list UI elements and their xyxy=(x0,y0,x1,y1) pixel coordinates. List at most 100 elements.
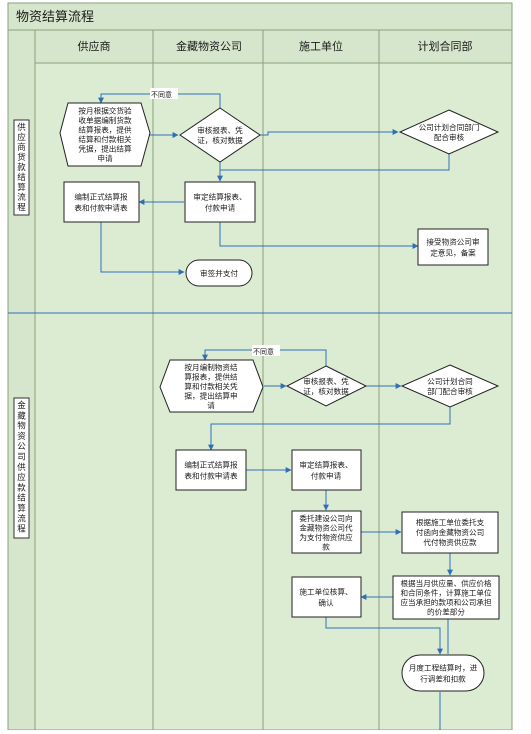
lane2-char: 结 xyxy=(17,493,26,504)
node-calc-price-difference-text: 根据当月供应量、供应价格和合同条件，计算施工单位应当承担的款项和公司承担的价差部… xyxy=(400,578,492,617)
lane1-char: 款 xyxy=(17,162,26,173)
node-review-data-1-text: 审核报表、凭证，核对数据 xyxy=(197,125,243,145)
t-m6-line: 款 xyxy=(322,541,330,551)
node-approve-report-1-text: 审定结算报表、付款申请 xyxy=(193,192,246,213)
node-sign-pay xyxy=(185,259,253,287)
t-m4-line: 表和付款申请表 xyxy=(184,471,238,481)
node-entrust-payment-text: 委托建设公司向金藏物资公司代为支付物资供应款 xyxy=(299,513,353,552)
t-m9-line: 确认 xyxy=(318,598,334,608)
node-planning-assist-2 xyxy=(400,364,500,408)
t-m9-line: 施工单位核算、 xyxy=(299,587,352,597)
lane1-char: 程 xyxy=(17,203,26,213)
reject-label-1: 不同意 xyxy=(151,90,172,99)
lane-label-2: 金藏物资公司供应款结算流程 xyxy=(17,400,26,535)
t-n6-line: 定意见，备案 xyxy=(430,248,476,258)
t-m8-line: 的价差部分 xyxy=(427,606,465,616)
t-m2-line: 审核报表、凭 xyxy=(303,376,349,386)
t-m8-line: 应当承担的款项和公司承担 xyxy=(400,597,492,607)
node-review-data-1 xyxy=(179,107,261,163)
lane1-char: 商 xyxy=(17,142,26,153)
t-m7-line: 根据施工单位委托支 xyxy=(416,517,485,527)
t-m1-line: 算报表，提供结 xyxy=(184,372,238,382)
lane2-char: 程 xyxy=(17,525,26,535)
node-jinzang-submit-settlement xyxy=(159,359,264,413)
node-supplier-submit-settlement-text: 按月根据交货验收单据编制货款结算报表，提供结算和付款相关凭据，提出结算申请 xyxy=(78,105,132,163)
node-review-data-2-text: 审核报表、凭证，核对数据 xyxy=(303,376,349,396)
node-approve-report-2-text: 审定结算报表、付款申请 xyxy=(299,460,352,481)
t-m2-line: 证，核对数据 xyxy=(303,386,349,396)
lane-label-1: 供应商货款结算流程 xyxy=(17,122,26,213)
node-accept-opinion xyxy=(417,228,489,266)
lane1-char: 算 xyxy=(17,182,26,193)
t-n4-line: 编制正式结算报 xyxy=(74,192,128,202)
lane-label-box-1 xyxy=(13,119,30,216)
lane-label-box-2 xyxy=(13,397,30,539)
column-header-construction: 施工单位 xyxy=(299,39,343,53)
t-m8-line: 根据当月供应量、供应价格 xyxy=(400,578,492,588)
node-jinzang-submit-settlement-text: 按月编制物资结算报表，提供结算和付款相关凭据，提出结算申请 xyxy=(184,362,238,410)
node-review-data-2 xyxy=(285,365,368,407)
node-monthly-adjustment xyxy=(401,654,485,692)
t-n1-line: 结算报表，提供 xyxy=(78,124,132,134)
lane2-char: 供 xyxy=(17,462,26,473)
t-m1-line: 按月编制物资结 xyxy=(184,362,238,372)
t-m5-line: 审定结算报表、 xyxy=(299,460,352,470)
lane2-char: 资 xyxy=(17,431,26,442)
lane2-char: 藏 xyxy=(17,410,26,421)
node-entrust-payment xyxy=(291,510,362,554)
node-pay-on-behalf-text: 根据施工单位委托支付函向金藏物资公司代付物资供应款 xyxy=(416,517,485,547)
node-formal-report-2 xyxy=(175,449,247,491)
t-n5-line: 审定结算报表、 xyxy=(193,192,246,202)
lane1-char: 供 xyxy=(17,122,26,133)
node-construction-confirm xyxy=(291,576,362,618)
lane1-char: 应 xyxy=(17,132,26,143)
column-header-supplier: 供应商 xyxy=(78,39,111,53)
t-m4-line: 编制正式结算报 xyxy=(184,460,238,470)
node-planning-assist-1 xyxy=(398,109,500,155)
node-approve-report-2 xyxy=(291,449,362,491)
lane2-char: 算 xyxy=(17,503,26,514)
node-formal-report-1-text: 编制正式结算报表和付款申请表 xyxy=(74,192,128,213)
node-formal-report-1 xyxy=(63,181,140,223)
t-n6-line: 接受物资公司审 xyxy=(426,237,479,247)
node-construction-confirm-text: 施工单位核算、确认 xyxy=(299,587,352,608)
t-n3-line: 配合审核 xyxy=(434,132,465,142)
t-m6-line: 金藏物资公司代 xyxy=(299,522,353,532)
lane1-char: 结 xyxy=(17,172,26,183)
node-monthly-adjustment-text: 月度工程结算时，进行调差和扣款 xyxy=(409,663,478,684)
t-n1-line: 凭据，提出结算 xyxy=(78,143,132,153)
t-m6-line: 委托建设公司向 xyxy=(299,513,352,523)
t-n2-line: 证，核对数据 xyxy=(197,135,243,145)
lane2-char: 司 xyxy=(17,453,26,463)
t-m7-line: 代付物资供应款 xyxy=(423,537,477,547)
t-m1-line: 算和付款相关凭 xyxy=(184,381,238,391)
node-pay-on-behalf xyxy=(401,511,499,554)
node-planning-assist-2-text: 公司计划合同部门配合审核 xyxy=(427,376,473,396)
node-sign-pay-text: 审签并支付 xyxy=(200,268,238,278)
t-n3-line: 公司计划合同部门 xyxy=(419,122,480,132)
lane2-char: 款 xyxy=(17,482,26,493)
reject-label-2: 不同意 xyxy=(253,347,274,356)
t-n7-line: 审签并支付 xyxy=(200,268,238,278)
t-m6-line: 为支付物资供应 xyxy=(299,532,353,542)
column-header-jinzang: 金藏物资公司 xyxy=(176,39,242,53)
t-n4-line: 表和付款申请表 xyxy=(74,203,128,213)
t-n1-line: 结算和付款相关 xyxy=(78,134,132,144)
lane2-char: 应 xyxy=(17,472,26,483)
node-calc-price-difference xyxy=(392,575,500,620)
title-bar xyxy=(7,2,513,31)
lane2-char: 流 xyxy=(17,513,26,524)
t-m10-line: 月度工程结算时，进 xyxy=(409,663,478,673)
lane2-char: 物 xyxy=(17,421,26,432)
lane1-char: 货 xyxy=(17,152,26,163)
lane1-char: 流 xyxy=(17,192,26,203)
node-accept-opinion-text: 接受物资公司审定意见，备案 xyxy=(426,237,479,258)
t-m8-line: 和合同条件，计算施工单位 xyxy=(400,587,492,597)
lane2-char: 金 xyxy=(17,400,26,411)
t-m10-line: 行调差和扣款 xyxy=(420,674,466,684)
t-n1-line: 收单据编制货款 xyxy=(78,115,132,125)
node-planning-assist-1-text: 公司计划合同部门配合审核 xyxy=(419,122,480,142)
t-m3-line: 公司计划合同 xyxy=(427,376,473,386)
t-m7-line: 付函向金藏物资公司 xyxy=(416,527,484,537)
